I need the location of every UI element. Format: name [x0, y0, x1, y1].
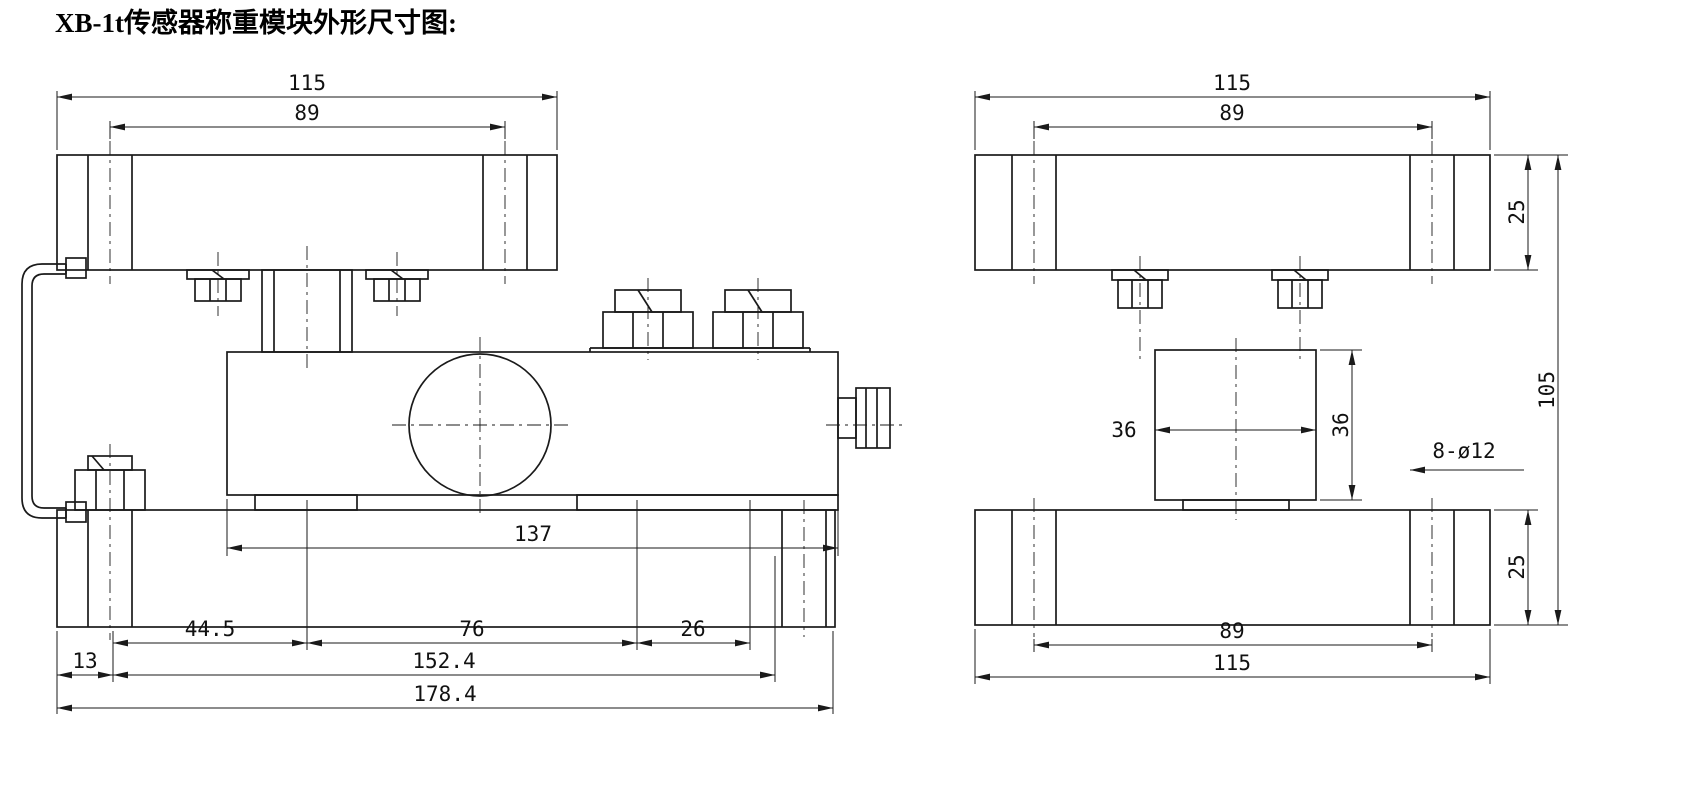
hole-callout: 8-ø12 — [1410, 439, 1524, 474]
front-bottom-dimensions: 44.5 76 26 13 152.4 178.4 — [56, 500, 834, 714]
drawing-title: XB-1t传感器称重模块外形尺寸图: — [55, 7, 457, 38]
dim-side-top-plate-thk: 25 — [1505, 199, 1529, 224]
dim-side-total-height: 105 — [1535, 371, 1559, 409]
cable-connector — [826, 387, 902, 449]
front-bottom-bolt — [74, 444, 146, 640]
front-dim-body-length: 137 — [226, 499, 839, 556]
dim-side-top-holes: 89 — [1219, 101, 1244, 125]
front-loadcell-body — [226, 337, 839, 513]
dim-side-body-height: 36 — [1329, 412, 1353, 437]
front-view: 115 89 — [21, 71, 902, 714]
side-bolt-left — [1111, 256, 1169, 362]
dim-front-top-holes: 89 — [294, 101, 319, 125]
side-top-dimensions: 115 89 — [974, 71, 1491, 150]
dim-front-152-4: 152.4 — [412, 649, 475, 673]
front-top-bolt-left — [186, 252, 250, 316]
side-body-width-dim: 36 — [1111, 418, 1316, 442]
side-top-plate — [974, 141, 1491, 284]
dim-front-13: 13 — [72, 649, 97, 673]
front-top-dimensions: 115 89 — [56, 71, 558, 150]
side-body-height-dim: 36 — [1320, 349, 1362, 501]
dim-front-top-width: 115 — [288, 71, 326, 95]
dim-side-bottom-plate-thk: 25 — [1505, 554, 1529, 579]
side-bottom-dimensions: 89 115 — [974, 619, 1491, 684]
side-right-dimensions: 25 105 25 — [1494, 154, 1568, 626]
front-loading-block — [261, 246, 353, 368]
dim-side-bottom-width: 115 — [1213, 651, 1251, 675]
dim-front-44-5: 44.5 — [185, 617, 236, 641]
strain-hole — [408, 353, 552, 497]
dim-side-body-width: 36 — [1111, 418, 1136, 442]
side-view: 115 89 25 105 25 — [974, 71, 1568, 684]
side-loadcell-body — [1154, 338, 1317, 520]
side-bottom-plate — [974, 498, 1491, 637]
dim-side-bottom-holes: 89 — [1219, 619, 1244, 643]
front-bottom-plate — [56, 500, 836, 637]
dim-side-top-width: 115 — [1213, 71, 1251, 95]
dim-front-26: 26 — [680, 617, 705, 641]
dim-front-body-length: 137 — [514, 522, 552, 546]
dim-front-178-4: 178.4 — [413, 682, 476, 706]
antilift-strap — [21, 257, 87, 523]
dim-front-76: 76 — [459, 617, 484, 641]
side-bolt-right — [1271, 256, 1329, 362]
front-fixedend-bolts — [589, 278, 811, 360]
front-top-plate — [56, 141, 558, 284]
hole-callout-text: 8-ø12 — [1432, 439, 1495, 463]
front-top-bolt-right — [365, 252, 429, 316]
